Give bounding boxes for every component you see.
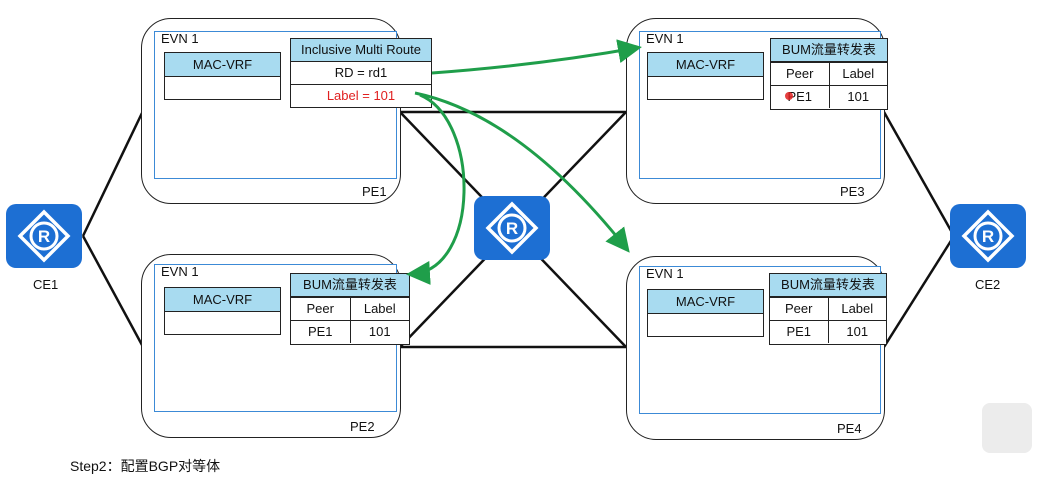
route-rd: RD = rd1 [334, 65, 388, 80]
pe2-label: PE2 [350, 419, 375, 434]
pe4-bum-title: BUM流量转发表 [770, 274, 886, 297]
pe3-mac-vrf-label: MAC-VRF [648, 53, 763, 77]
pe2-evn-title: EVN 1 [161, 264, 199, 279]
core-router-icon: R [474, 196, 550, 260]
pe2-bum-table: BUM流量转发表 Peer Label PE1 101 [290, 273, 410, 345]
link-ce1-pe1 [81, 112, 144, 237]
pe4-label: PE4 [837, 421, 862, 436]
pe1-mac-vrf: MAC-VRF [164, 52, 281, 100]
pe4-bum-col-peer: Peer [785, 301, 813, 316]
svg-text:R: R [506, 219, 518, 238]
pe4-bum-peer: PE1 [786, 324, 812, 339]
ce2-router-icon: R [950, 204, 1026, 268]
pe2-node: EVN 1 MAC-VRF PE2 [141, 254, 401, 438]
ce1-router-icon: R [6, 204, 82, 268]
route-label: Label = 101 [291, 84, 431, 107]
svg-text:R: R [38, 227, 50, 246]
pe1-mac-vrf-label: MAC-VRF [165, 53, 280, 77]
pe2-mac-vrf-label: MAC-VRF [165, 288, 280, 312]
pe3-bum-col-label: Label [828, 63, 888, 85]
pe3-bum-label-value: 101 [828, 86, 888, 108]
pe4-mac-vrf-label: MAC-VRF [648, 290, 763, 314]
pe2-bum-title: BUM流量转发表 [291, 274, 409, 297]
inclusive-multi-route-table: Inclusive Multi Route RD = rd1 Label = 1… [290, 38, 432, 108]
pe1-label: PE1 [362, 184, 387, 199]
pe1-evn-title: EVN 1 [161, 31, 199, 46]
pe2-bum-label-value: 101 [349, 321, 410, 343]
pe2-bum-peer: PE1 [307, 324, 333, 339]
pe3-bum-table: BUM流量转发表 Peer Label PE1 101 [770, 38, 888, 110]
ce2-label: CE2 [975, 277, 1001, 292]
pe4-mac-vrf: MAC-VRF [647, 289, 764, 337]
pe2-bum-col-label: Label [349, 298, 410, 320]
pe4-bum-col-label: Label [827, 298, 887, 320]
pe2-mac-vrf: MAC-VRF [164, 287, 281, 335]
pe2-bum-col-peer: Peer [306, 301, 334, 316]
link-pe4-ce2 [882, 235, 956, 348]
pe4-node: EVN 1 MAC-VRF PE4 [626, 256, 885, 440]
pe4-bum-label-value: 101 [827, 321, 887, 343]
pe3-bum-col-peer: Peer [786, 66, 814, 81]
pe3-label: PE3 [840, 184, 865, 199]
link-ce1-pe2 [81, 235, 144, 346]
pe3-evn-title: EVN 1 [646, 31, 684, 46]
step-caption: Step2：配置BGP对等体 [70, 458, 221, 474]
faded-widget [982, 403, 1032, 453]
ce1-label: CE1 [33, 277, 59, 292]
route-title: Inclusive Multi Route [291, 39, 431, 62]
link-pe3-ce2 [882, 111, 956, 237]
svg-text:R: R [982, 227, 994, 246]
pe3-mac-vrf: MAC-VRF [647, 52, 764, 100]
pe4-evn-title: EVN 1 [646, 266, 684, 281]
pe3-bum-peer: PE1 [787, 89, 813, 104]
pe2-evn-box: EVN 1 MAC-VRF [154, 264, 397, 412]
pe4-bum-table: BUM流量转发表 Peer Label PE1 101 [769, 273, 887, 345]
pe3-bum-title: BUM流量转发表 [771, 39, 887, 62]
